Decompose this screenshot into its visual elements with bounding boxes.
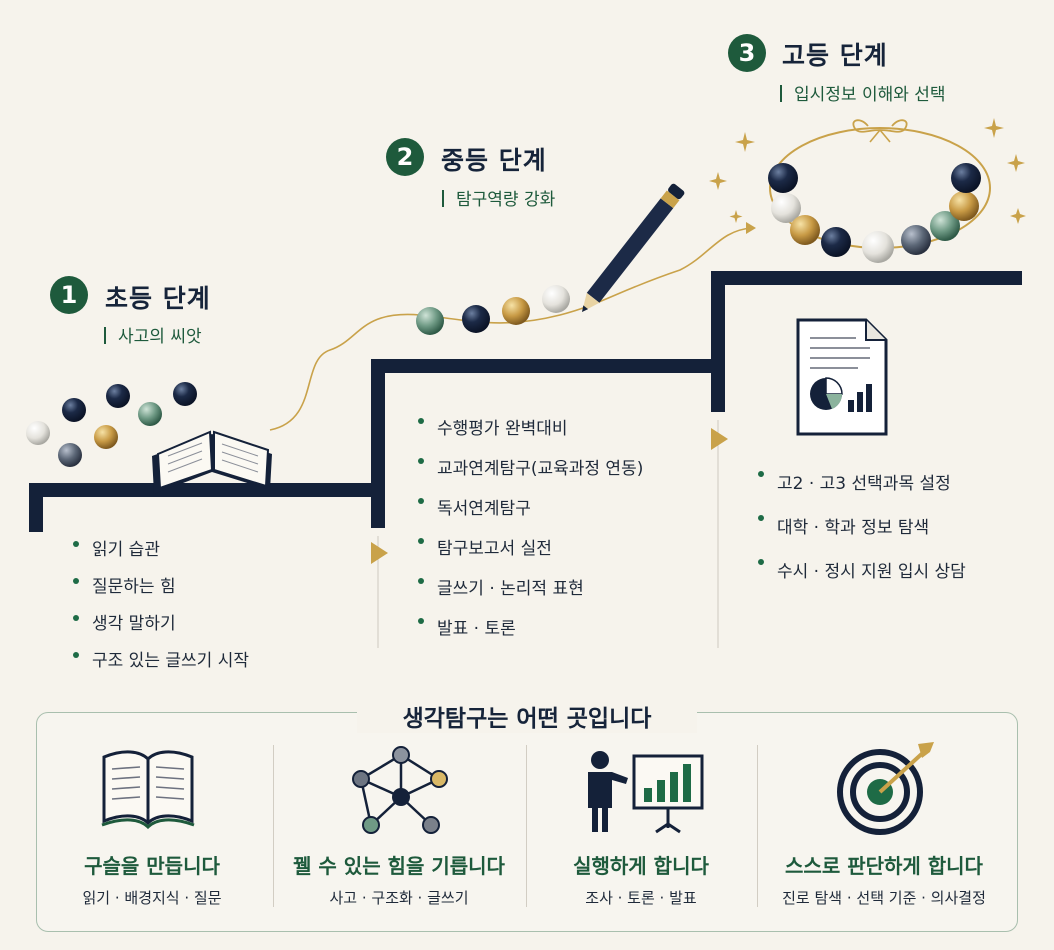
gold-thread: [269, 227, 753, 431]
document-chart-icon: [796, 318, 888, 436]
divider: [757, 745, 758, 907]
feature-3-title: 실행하게 합니다: [573, 854, 709, 878]
stage-3-list: 고2 · 고3 선택과목 설정 대학 · 학과 정보 탐색 수시 · 정시 지원…: [755, 462, 966, 594]
stage-2-subtitle: 탐구역량 강화: [442, 185, 555, 210]
list-item: 구조 있는 글쓰기 시작: [70, 643, 249, 680]
stage-3-number-badge: 3: [728, 34, 766, 72]
features-title: 생각탐구는 어떤 곳입니다: [357, 699, 697, 733]
feature-2-subtitle: 사고 · 구조화 · 글쓰기: [329, 889, 469, 907]
list-item: 수시 · 정시 지원 입시 상담: [755, 550, 966, 594]
feature-3-subtitle: 조사 · 토론 · 발표: [585, 889, 697, 907]
divider: [273, 745, 274, 907]
pencil-illustration: [582, 183, 685, 312]
stage-1-subtitle: 사고의 씨앗: [104, 322, 202, 347]
sparkle-icon: [709, 118, 1026, 224]
list-item: 수행평가 완벽대비: [415, 409, 643, 449]
list-item: 글쓰기 · 논리적 표현: [415, 569, 643, 609]
stage-1-number-badge: 1: [50, 276, 88, 314]
arrow-marker: [711, 428, 728, 450]
stage-3-title: 고등 단계: [782, 41, 888, 70]
stage-2-list: 수행평가 완벽대비 교과연계탐구(교육과정 연동) 독서연계탐구 탐구보고서 실…: [415, 409, 643, 649]
stage-3-subtitle: 입시정보 이해와 선택: [780, 80, 946, 105]
stage-1-list: 읽기 습관 질문하는 힘 생각 말하기 구조 있는 글쓰기 시작: [70, 532, 249, 680]
feature-4-title: 스스로 판단하게 합니다: [785, 854, 983, 878]
feature-1-title: 구슬을 만듭니다: [84, 854, 220, 878]
feature-2-title: 꿸 수 있는 힘을 기릅니다: [293, 854, 505, 878]
open-book-icon: [101, 750, 195, 830]
list-item: 읽기 습관: [70, 532, 249, 569]
list-item: 대학 · 학과 정보 탐색: [755, 506, 966, 550]
target-icon: [837, 742, 934, 835]
stage-2-title: 중등 단계: [441, 146, 547, 175]
list-item: 발표 · 토론: [415, 609, 643, 649]
stage-2-number-badge: 2: [386, 138, 424, 176]
staircase-illustration: [26, 118, 1026, 648]
presentation-icon: [588, 751, 704, 834]
feature-4-subtitle: 진로 탐색 · 선택 기준 · 의사결정: [782, 889, 986, 907]
open-book-illustration: [152, 430, 272, 494]
list-item: 고2 · 고3 선택과목 설정: [755, 462, 966, 506]
bead-bracelet-illustration: [768, 119, 991, 263]
list-item: 질문하는 힘: [70, 569, 249, 606]
network-icon: [352, 746, 448, 834]
staircase-line: [29, 483, 385, 532]
feature-1-subtitle: 읽기 · 배경지식 · 질문: [82, 889, 222, 907]
list-item: 탐구보고서 실전: [415, 529, 643, 569]
list-item: 생각 말하기: [70, 606, 249, 643]
arrow-marker: [371, 542, 388, 564]
stage-1-title: 초등 단계: [105, 284, 211, 313]
list-item: 교과연계탐구(교육과정 연동): [415, 449, 643, 489]
list-item: 독서연계탐구: [415, 489, 643, 529]
divider: [526, 745, 527, 907]
